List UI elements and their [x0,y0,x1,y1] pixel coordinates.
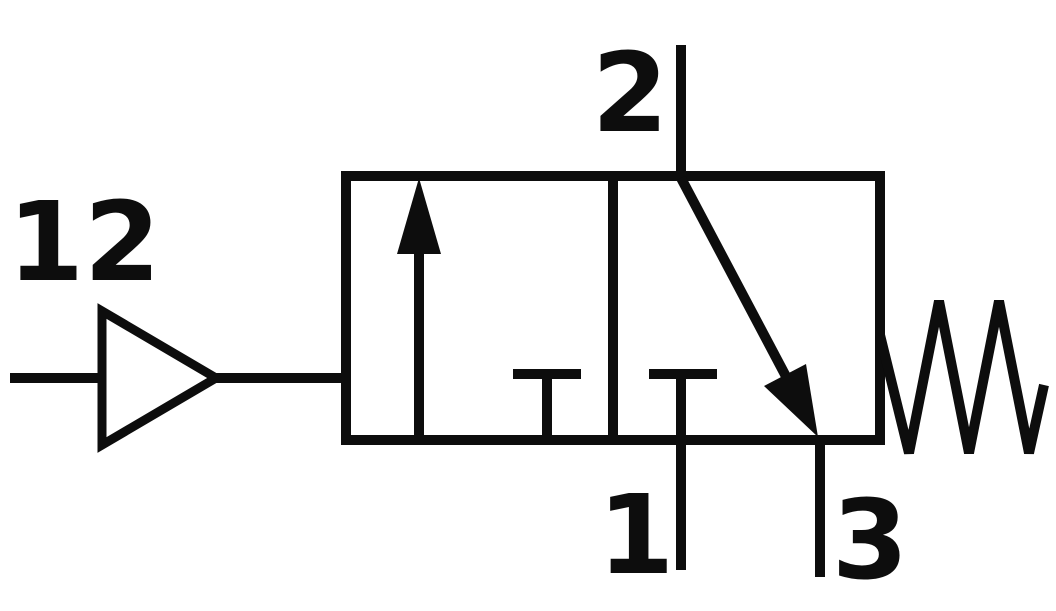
pilot-port-label: 12 [7,178,160,306]
valve-body [341,171,885,445]
port-1-label: 1 [598,471,675,599]
left-position [397,178,581,440]
port-3-label: 3 [832,476,909,604]
port-2-label: 2 [592,29,669,157]
pilot-actuator [10,303,346,453]
spring-icon [875,300,1049,455]
flow-arrow-diagonal-head [764,364,818,437]
flow-arrow-diagonal-shaft [676,175,795,387]
pilot-triangle-icon [97,303,225,453]
right-position [649,175,818,437]
flow-arrow-up-head [397,178,441,254]
